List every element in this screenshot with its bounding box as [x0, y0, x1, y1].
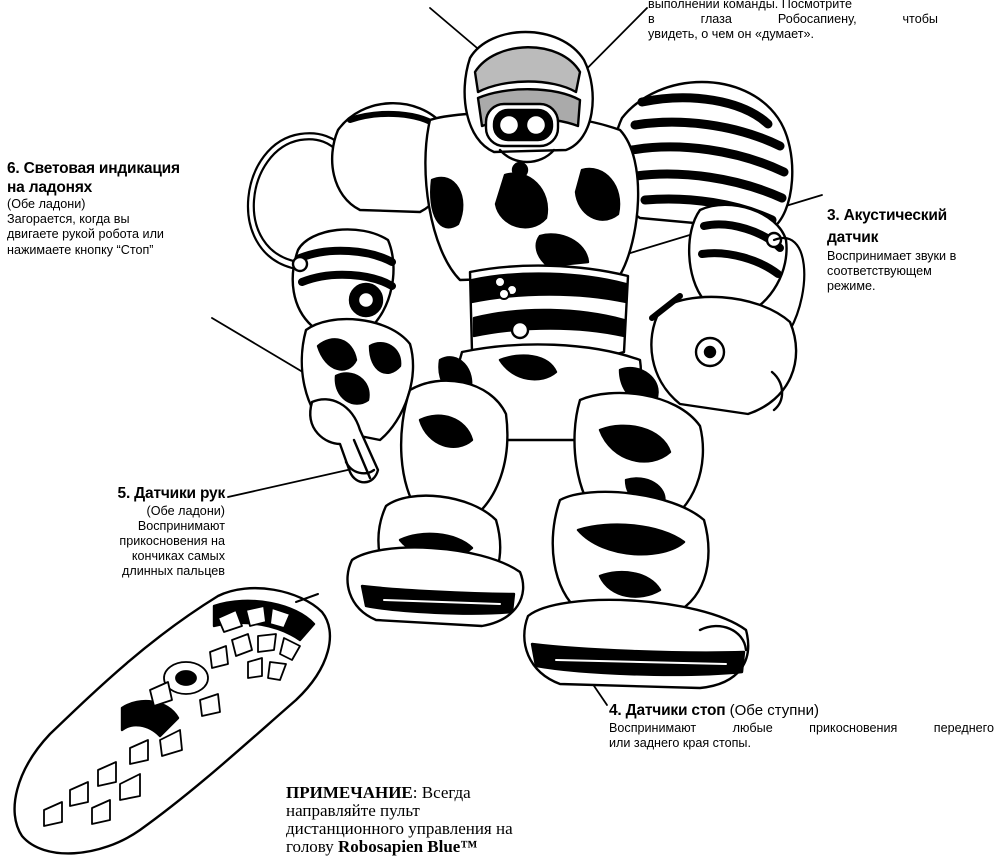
hand-sensors-desc-4: длинных пальцев [40, 564, 225, 579]
sound-sensor-desc-3: режиме. [827, 279, 992, 294]
note-text-4a: голову [286, 837, 338, 856]
eyes-line-3: увидеть, о чем он «думает». [648, 27, 938, 42]
foot-sensors-desc-2: или заднего края стопы. [609, 736, 994, 751]
note-block: ПРИМЕЧАНИЕ: Всегда направляйте пульт дис… [286, 784, 586, 855]
palm-lights-title-2: на ладонях [7, 179, 237, 198]
note-line-4: голову Robosapien Blue™ [286, 838, 586, 856]
remote-control-illustration [15, 588, 330, 853]
foot-sensors-sub: (Обе ступни) [725, 702, 819, 719]
sound-sensor-callout: 3. Акустический датчик Воспринимает звук… [827, 207, 992, 295]
hand-sensors-title: 5. Датчики рук [40, 485, 225, 504]
hand-sensors-desc-1: Воспринимают [40, 519, 225, 534]
eyes-word-4: чтобы [903, 12, 938, 27]
palm-lights-desc-1: Загорается, когда вы [7, 212, 237, 227]
note-label: ПРИМЕЧАНИЕ [286, 783, 413, 802]
product-name: Robosapien Blue™ [338, 837, 477, 856]
sound-sensor-desc-1: Воспринимает звуки в [827, 249, 992, 264]
palm-lights-callout: 6. Световая индикация на ладонях (Обе ла… [7, 160, 237, 258]
eyes-word-1: в [648, 12, 655, 27]
eyes-word-3: Робосапиену, [778, 12, 857, 27]
eyes-line-1: выполнении команды. Посмотрите [648, 0, 938, 12]
hand-sensors-desc-3: кончиках самых [40, 549, 225, 564]
foot-sensors-callout: 4. Датчики стоп (Обе ступни) Воспринимаю… [609, 701, 994, 751]
palm-lights-desc-2: двигаете рукой робота или [7, 227, 237, 242]
note-text-1: : Всегда [413, 783, 471, 802]
foot-sensors-desc-1: Воспринимают любые прикосновения передне… [609, 721, 994, 736]
hand-sensors-desc-2: прикосновения на [40, 534, 225, 549]
palm-lights-sub: (Обе ладони) [7, 197, 237, 212]
hand-sensors-callout: 5. Датчики рук (Обе ладони) Воспринимают… [40, 485, 225, 579]
note-line-1: ПРИМЕЧАНИЕ: Всегда [286, 784, 586, 802]
foot-sensors-title: 4. Датчики стоп [609, 702, 725, 719]
sound-sensor-title-2: датчик [827, 229, 992, 248]
eyes-description: выполнении команды. Посмотрите в глаза Р… [648, 0, 938, 42]
palm-lights-title-1: 6. Световая индикация [7, 160, 237, 179]
sound-sensor-desc-2: соответствующем [827, 264, 992, 279]
foot-sensors-heading: 4. Датчики стоп (Обе ступни) [609, 701, 994, 721]
robot-illustration [248, 32, 804, 688]
sound-sensor-title-1: 3. Акустический [827, 207, 992, 226]
callout-line-hand [228, 469, 352, 497]
hand-sensors-sub: (Обе ладони) [40, 504, 225, 519]
eyes-line-2: в глаза Робосапиену, чтобы [648, 12, 938, 27]
note-line-2: направляйте пульт [286, 802, 586, 820]
palm-lights-desc-3: нажимаете кнопку “Стоп” [7, 243, 237, 258]
note-line-3: дистанционного управления на [286, 820, 586, 838]
eyes-word-2: глаза [701, 12, 732, 27]
